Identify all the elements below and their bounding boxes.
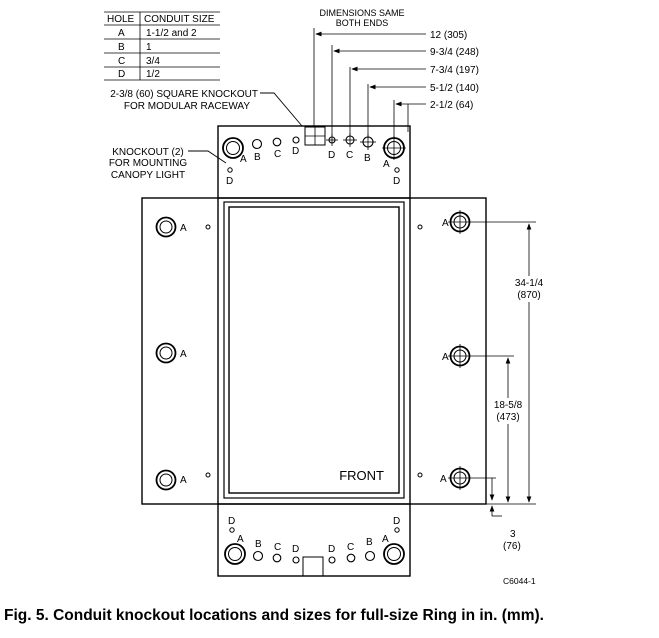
dimension-2-1-2: 2-1/2 (64) xyxy=(430,100,473,111)
knockout-b-circle xyxy=(251,138,263,150)
table-cell: A xyxy=(118,28,125,39)
figure-caption: Fig. 5. Conduit knockout locations and s… xyxy=(4,607,544,624)
hole-letter-d: D xyxy=(292,544,299,555)
front-panel-inner xyxy=(228,206,400,494)
hole-letter-d: D xyxy=(393,176,400,187)
dimension-9-3-4: 9-3/4 (248) xyxy=(430,47,479,58)
square-knockout-label-line2: FOR MODULAR RACEWAY xyxy=(124,101,250,112)
dimension-3-mm: (76) xyxy=(503,541,521,552)
table-header-hole: HOLE xyxy=(107,14,135,25)
hole-letter-a: A xyxy=(240,154,247,165)
canopy-knockout-leader xyxy=(188,150,227,164)
hole-letter-c: C xyxy=(274,542,281,553)
hole-letter-d: D xyxy=(393,516,400,527)
square-knockout-leader xyxy=(260,92,303,127)
dims-same-label-line1: DIMENSIONS SAME xyxy=(319,8,404,18)
hole-letter-d: D xyxy=(292,146,299,157)
knockout-diagram: HOLE CONDUIT SIZE A 1-1/2 and 2 B 1 C 3/… xyxy=(104,8,544,586)
table-header-conduit-size: CONDUIT SIZE xyxy=(144,14,215,25)
dims-same-label-line2: BOTH ENDS xyxy=(336,18,389,28)
dimension-12: 12 (305) xyxy=(430,30,467,41)
table-cell: 1/2 xyxy=(146,69,160,80)
hole-letter-b: B xyxy=(366,537,373,548)
hole-letter-a: A xyxy=(180,475,187,486)
hole-letter-a: A xyxy=(237,534,244,545)
dimension-34-1-4-in: 34-1/4 xyxy=(515,278,544,289)
table-cell: 3/4 xyxy=(146,56,160,67)
knockout-d-circle xyxy=(227,167,233,173)
dimension-34-1-4-mm: (870) xyxy=(517,290,540,301)
hole-letter-c: C xyxy=(274,149,281,160)
hole-letter-a: A xyxy=(180,223,187,234)
front-panel-outer xyxy=(223,201,405,499)
hole-letter-a: A xyxy=(442,218,449,229)
canopy-knockout-label-line1: KNOCKOUT (2) xyxy=(112,147,184,158)
front-label: FRONT xyxy=(339,468,384,483)
hole-letter-a: A xyxy=(382,534,389,545)
table-cell: C xyxy=(118,56,125,67)
conduit-size-table xyxy=(104,11,220,81)
drawing-id: C6044-1 xyxy=(503,576,536,586)
hole-letter-c: C xyxy=(347,542,354,553)
hole-letter-b: B xyxy=(255,539,262,550)
table-cell: 1-1/2 and 2 xyxy=(146,28,197,39)
main-body-outline xyxy=(141,197,487,505)
canopy-knockout-label-line2: FOR MOUNTING xyxy=(109,158,188,169)
hole-letter-d: D xyxy=(228,516,235,527)
hole-letter-d: D xyxy=(226,176,233,187)
top-end-panel xyxy=(217,125,411,199)
top-knockouts xyxy=(222,135,405,173)
right-side-knockouts xyxy=(417,211,471,489)
square-knockout-bottom xyxy=(302,556,324,577)
hole-letter-b: B xyxy=(254,152,261,163)
dimension-5-1-2: 5-1/2 (140) xyxy=(430,83,479,94)
knockout-d-circle xyxy=(394,167,400,173)
hole-letter-a: A xyxy=(383,159,390,170)
table-cell: 1 xyxy=(146,42,152,53)
canopy-knockout-label-line3: CANOPY LIGHT xyxy=(111,170,185,181)
hole-letter-a: A xyxy=(180,349,187,360)
knockout-c-circle xyxy=(272,137,282,147)
hole-letter-c: C xyxy=(346,150,353,161)
top-dimension-lines xyxy=(313,28,426,140)
bottom-knockouts xyxy=(224,527,405,565)
dimension-7-3-4: 7-3/4 (197) xyxy=(430,65,479,76)
square-knockout-label-line1: 2-3/8 (60) SQUARE KNOCKOUT xyxy=(110,89,258,100)
dimension-18-5-8-in: 18-5/8 xyxy=(494,400,523,411)
hole-letter-d: D xyxy=(328,544,335,555)
right-dimension-lines xyxy=(472,221,536,517)
knockout-d-circle xyxy=(292,136,300,144)
table-cell: D xyxy=(118,69,125,80)
hole-letter-a: A xyxy=(440,474,447,485)
hole-letter-d: D xyxy=(328,150,335,161)
table-cell: B xyxy=(118,42,125,53)
dimension-3-in: 3 xyxy=(510,529,516,540)
hole-letter-b: B xyxy=(364,153,371,164)
hole-letter-a: A xyxy=(442,352,449,363)
left-side-knockouts xyxy=(155,216,211,491)
dimension-18-5-8-mm: (473) xyxy=(496,412,519,423)
